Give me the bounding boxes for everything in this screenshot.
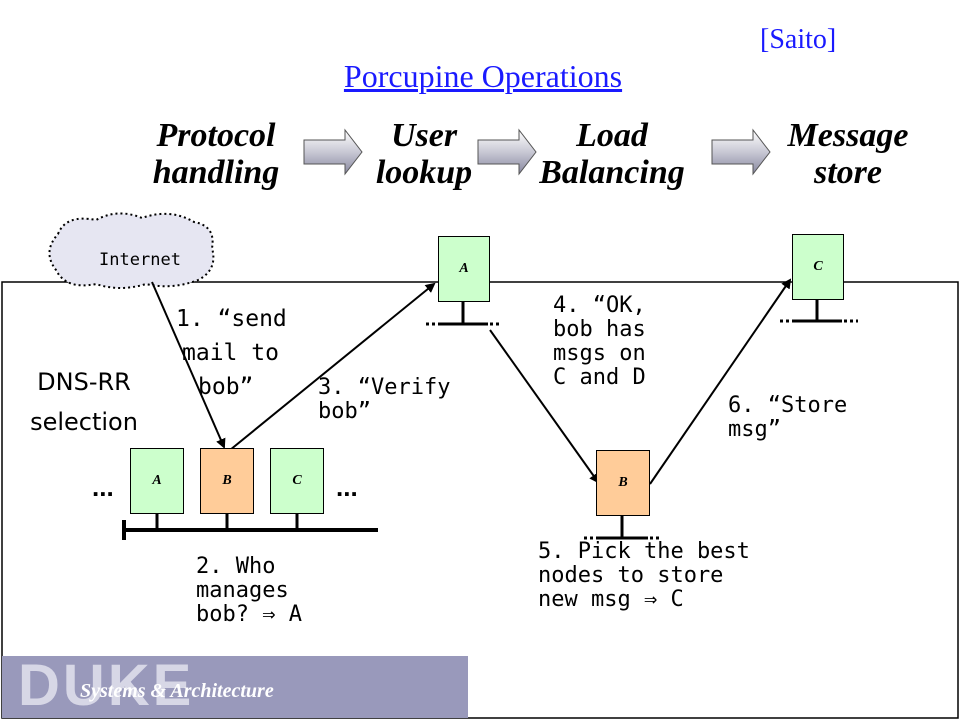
front-node-c: C bbox=[270, 448, 324, 514]
dns-rr-label: DNS-RR selection bbox=[30, 368, 138, 436]
step-4-arrow bbox=[489, 329, 600, 484]
pipeline-arrow-2-icon bbox=[477, 128, 537, 176]
store-node-c: C bbox=[792, 234, 844, 300]
step-2-label: 2. Who manages bob? ⇒ A bbox=[196, 554, 302, 627]
lookup-node-a: A bbox=[438, 236, 490, 302]
stage-protocol-handling: Protocol handling bbox=[152, 117, 280, 191]
footer-tagline: Systems & Architecture bbox=[80, 680, 274, 702]
stage-load-balancing: Load Balancing bbox=[539, 117, 685, 191]
attribution: [Saito] bbox=[760, 24, 837, 55]
internet-cloud-icon bbox=[48, 212, 215, 289]
pipeline-arrow-3-icon bbox=[711, 128, 771, 176]
stage-user-lookup: User lookup bbox=[375, 117, 473, 191]
front-node-a: A bbox=[130, 448, 184, 514]
internet-label: Internet bbox=[99, 250, 181, 270]
pipeline-arrow-1-icon bbox=[303, 128, 363, 176]
balance-node-b: B bbox=[596, 450, 650, 516]
duke-logo: DUKE bbox=[18, 653, 195, 718]
step-1-arrow bbox=[151, 281, 226, 449]
front-node-b: B bbox=[200, 448, 254, 514]
step-3-label: 3. “Verify bob” bbox=[318, 375, 451, 424]
ellipsis-left: ... bbox=[92, 472, 114, 502]
stage-message-store: Message store bbox=[787, 117, 909, 191]
footer-band bbox=[2, 656, 468, 718]
page-title: Porcupine Operations bbox=[343, 58, 623, 94]
step-6-label: 6. “Store msg” bbox=[728, 393, 848, 442]
step-3-arrow bbox=[229, 282, 436, 451]
ellipsis-right: ... bbox=[336, 472, 358, 502]
step-4-label: 4. “OK, bob has msgs on C and D bbox=[553, 293, 646, 390]
step-1-label: 1. “send mail to bob” bbox=[176, 306, 287, 400]
step-5-label: 5. Pick the best nodes to store new msg … bbox=[538, 539, 750, 612]
step-6-arrow bbox=[649, 278, 792, 485]
